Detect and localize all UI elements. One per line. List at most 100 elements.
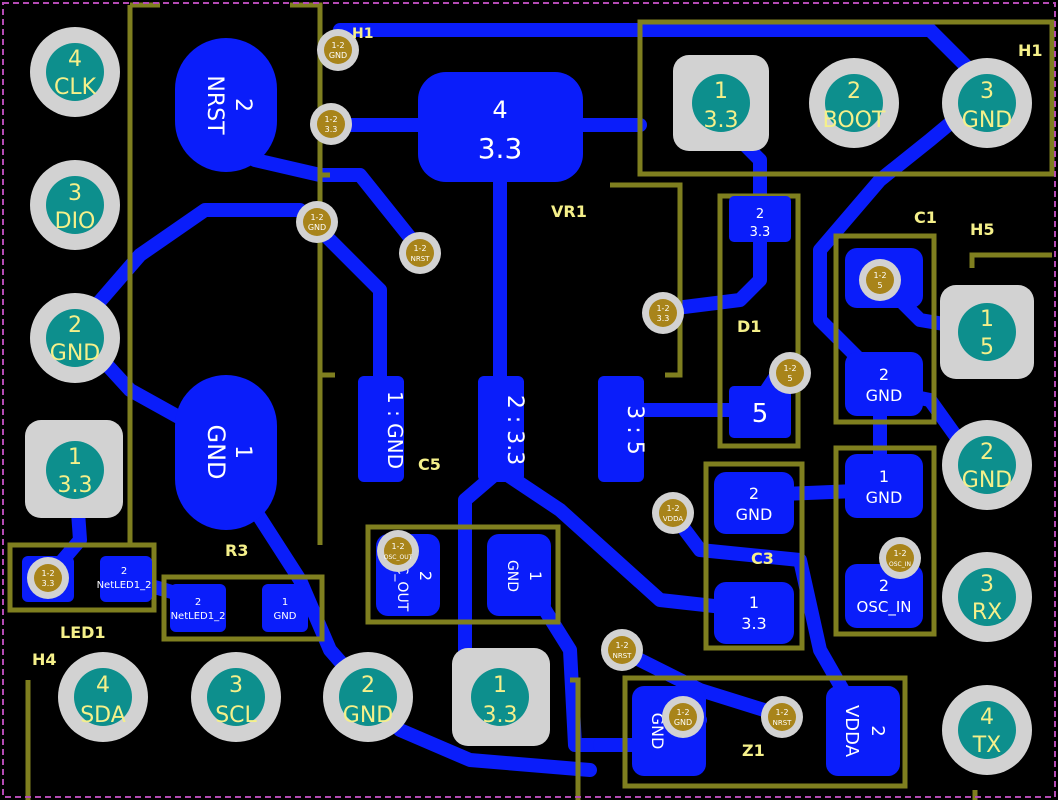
silk-h1-outline xyxy=(637,19,1055,177)
vr1-regulator: 4 3.3 1 : GND 2 : 3.3 3 : 5 xyxy=(358,72,647,482)
svg-text:1-2: 1-2 xyxy=(783,364,796,373)
bottom-header: 4 SDA 3 SCL 2 GND 1 3.3 xyxy=(58,648,550,746)
svg-text:1-2: 1-2 xyxy=(666,504,679,513)
svg-text:OSC_OUT: OSC_OUT xyxy=(384,554,413,561)
svg-text:1-2: 1-2 xyxy=(391,542,404,551)
svg-text:1-2: 1-2 xyxy=(413,244,426,253)
right-pin-3-num: 3 xyxy=(980,572,994,597)
d1-diode: 2 3.3 5 xyxy=(729,196,791,438)
z1-pad-2-num: 2 xyxy=(867,725,888,736)
r3-pad-1 xyxy=(262,584,308,632)
c5-pad-2-num: 2 xyxy=(416,571,435,581)
svg-text:NRST: NRST xyxy=(411,255,431,263)
swd-pin-2: 2 GND xyxy=(30,293,120,383)
nrst-pad-num: 2 xyxy=(230,98,255,112)
swd-pin-1-num: 1 xyxy=(68,445,82,470)
r3-pad-2-net: NetLED1_2 xyxy=(171,611,226,622)
right-pin-1: 1 5 xyxy=(940,285,1034,379)
trace-top-rail xyxy=(333,23,997,97)
silk-z1-outline xyxy=(622,675,908,789)
c5-pad-1 xyxy=(487,534,551,616)
osc-pad-2-net: OSC_IN xyxy=(857,598,912,617)
svg-text:1-2: 1-2 xyxy=(873,271,886,280)
svg-text:5: 5 xyxy=(877,281,882,290)
designators: H1 H1 VR1 D1 C1 H5 C5 C3 R3 LED1 H4 Z1 xyxy=(32,26,1043,760)
osc-pad-1 xyxy=(845,454,923,518)
bottom-pin-3: 3 SCL xyxy=(191,652,281,742)
c1-pad-2-num: 2 xyxy=(879,365,889,384)
osc-pad-2 xyxy=(845,564,923,628)
right-pin-4-num: 4 xyxy=(980,705,994,730)
svg-text:NRST: NRST xyxy=(773,719,793,727)
via: 1-25 xyxy=(769,352,811,394)
trace-gnd-h1 xyxy=(813,83,997,387)
bottom-pin-1-num: 1 xyxy=(493,673,507,698)
vr1-tab-net: 3.3 xyxy=(478,132,523,165)
swd-pin-3-label: DIO xyxy=(55,209,96,234)
top-pin-1: 1 3.3 xyxy=(673,55,769,151)
right-pin-2: 2 GND xyxy=(942,420,1032,510)
nrst-pad-net: NRST xyxy=(202,75,227,135)
nrst-pad xyxy=(175,38,277,172)
c5-pad-1-net: GND xyxy=(504,560,520,592)
svg-text:3.3: 3.3 xyxy=(42,579,55,588)
designator-h1-top: H1 xyxy=(352,26,373,42)
top-pin-3-label: GND xyxy=(962,108,1012,133)
gnd-pad-net: GND xyxy=(202,424,230,479)
swd-pin-4: 4 CLK xyxy=(30,27,120,117)
right-pin-1-num: 1 xyxy=(980,307,994,332)
swd-pin-4-label: CLK xyxy=(54,75,97,100)
svg-text:5: 5 xyxy=(787,374,792,383)
silk-h5-corner xyxy=(969,252,1052,268)
designator-c1: C1 xyxy=(914,208,937,227)
vr1-pad-2-label: 2 : 3.3 xyxy=(502,395,527,465)
bottom-pin-4-label: SDA xyxy=(80,703,126,728)
silk-vr1-box xyxy=(320,172,335,378)
vr1-pad-1-label: 1 : GND xyxy=(383,391,407,469)
bottom-pin-2-num: 2 xyxy=(361,673,375,698)
trace-nrst xyxy=(248,153,427,257)
bottom-pin-3-label: SCL xyxy=(215,703,257,728)
via: 1-25 xyxy=(859,259,901,301)
z1-crystal: GND 2 VDDA xyxy=(632,686,900,776)
z1-pad-2-net: VDDA xyxy=(841,705,862,758)
svg-text:1-2: 1-2 xyxy=(775,708,788,717)
svg-text:GND: GND xyxy=(329,51,347,60)
r3-pad-1-num: 1 xyxy=(282,597,288,608)
osc-pad-1-net: GND xyxy=(866,488,903,507)
d1-pad-1-label: 5 xyxy=(752,399,769,429)
bottom-pin-2: 2 GND xyxy=(323,652,413,742)
bottom-pin-1-label: 3.3 xyxy=(483,703,518,728)
via: 1-23.3 xyxy=(310,103,352,145)
right-pin-2-label: GND xyxy=(962,468,1012,493)
right-pin-4-label: TX xyxy=(972,733,1002,758)
svg-text:3.3: 3.3 xyxy=(325,125,338,134)
gnd-pad-num: 1 xyxy=(230,445,255,459)
bottom-pin-4-num: 4 xyxy=(96,673,110,698)
right-pin-2-num: 2 xyxy=(980,440,994,465)
svg-text:1-2: 1-2 xyxy=(41,569,54,578)
led1-pad-2-net: NetLED1_2 xyxy=(97,580,152,591)
vr1-pad-3 xyxy=(598,376,644,482)
bottom-pin-4: 4 SDA xyxy=(58,652,148,742)
svg-text:OSC_IN: OSC_IN xyxy=(889,561,911,568)
svg-text:1-2: 1-2 xyxy=(656,304,669,313)
gnd-pad xyxy=(175,375,277,530)
top-pin-2: 2 BOOT xyxy=(809,58,899,148)
right-pin-3-label: RX xyxy=(972,600,1002,625)
svg-text:1-2: 1-2 xyxy=(310,213,323,222)
silk-vr1-left xyxy=(290,2,323,545)
swd-pin-4-num: 4 xyxy=(68,47,82,72)
silkscreen xyxy=(7,2,1055,800)
top-pin-2-label: BOOT xyxy=(823,108,886,133)
vr1-pad-3-label: 3 : 5 xyxy=(622,405,647,454)
vr1-pad-1 xyxy=(358,376,404,482)
silk-c5-outline xyxy=(365,524,561,625)
silk-vr1-right xyxy=(610,182,683,378)
